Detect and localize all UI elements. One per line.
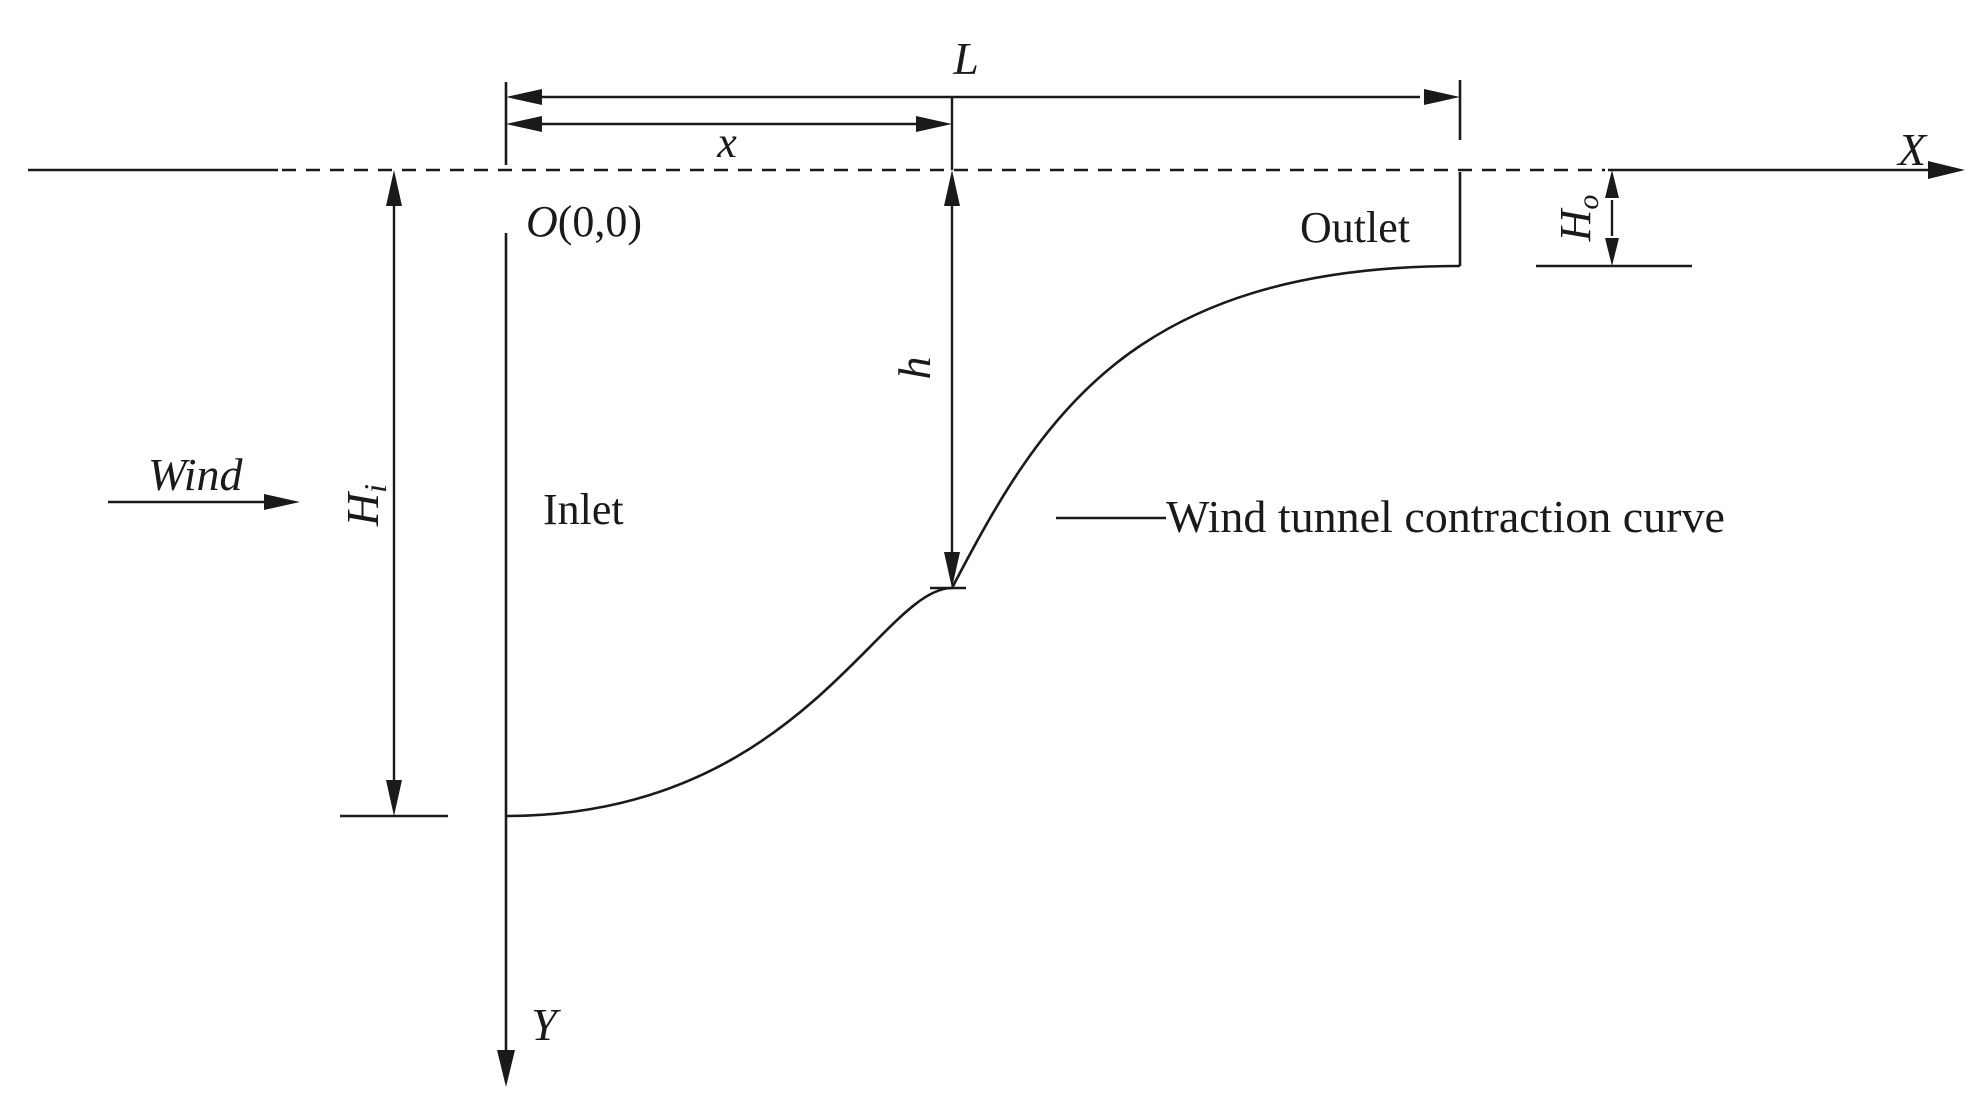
height-dimension-outlet: Ho: [1536, 170, 1692, 268]
height-inlet-arrow-top: [386, 170, 402, 206]
wind-indicator: Wind: [108, 449, 300, 510]
y-axis: Y: [497, 82, 561, 1087]
y-axis-arrowhead: [497, 1050, 515, 1087]
height-dimension-h: h: [889, 170, 966, 590]
height-outlet-arrow-bottom: [1605, 238, 1619, 266]
height-h-arrow-top: [944, 170, 960, 206]
height-inlet-label: Hi: [337, 484, 393, 527]
length-dimension-x: x: [506, 97, 954, 170]
length-x-label: x: [716, 118, 737, 167]
height-outlet-arrow-top: [1605, 170, 1619, 198]
y-axis-label: Y: [531, 999, 561, 1050]
height-outlet-label: Ho: [1551, 195, 1605, 243]
inlet-label: Inlet: [543, 485, 624, 534]
origin-letter: O: [526, 197, 558, 246]
wind-arrow-head: [264, 494, 300, 510]
length-L-arrow-right: [1424, 89, 1460, 105]
length-L-arrow-left: [506, 89, 542, 105]
length-L-label: L: [952, 33, 979, 84]
height-inlet-label-sub: i: [357, 484, 393, 493]
height-dimension-inlet: Hi: [337, 170, 448, 818]
height-outlet-label-main: H: [1551, 207, 1600, 242]
x-axis-arrowhead: [1928, 161, 1965, 179]
height-inlet-arrow-bottom: [386, 780, 402, 816]
height-h-label: h: [889, 357, 940, 380]
outlet-label: Outlet: [1300, 203, 1410, 252]
wind-label: Wind: [148, 449, 244, 500]
height-inlet-label-main: H: [337, 490, 388, 527]
curve-legend-text: Wind tunnel contraction curve: [1166, 491, 1725, 542]
contraction-curve: [505, 264, 1461, 818]
x-axis: X: [28, 124, 1965, 179]
x-axis-label: X: [1896, 124, 1928, 175]
origin-coords: (0,0): [558, 197, 642, 246]
height-outlet-label-sub: o: [1572, 195, 1605, 210]
origin-label: O(0,0): [526, 197, 642, 246]
length-x-arrow-left: [506, 116, 542, 132]
length-x-arrow-right: [916, 116, 952, 132]
height-h-arrow-bottom: [944, 552, 960, 588]
length-dimension-L: L: [506, 33, 1460, 105]
